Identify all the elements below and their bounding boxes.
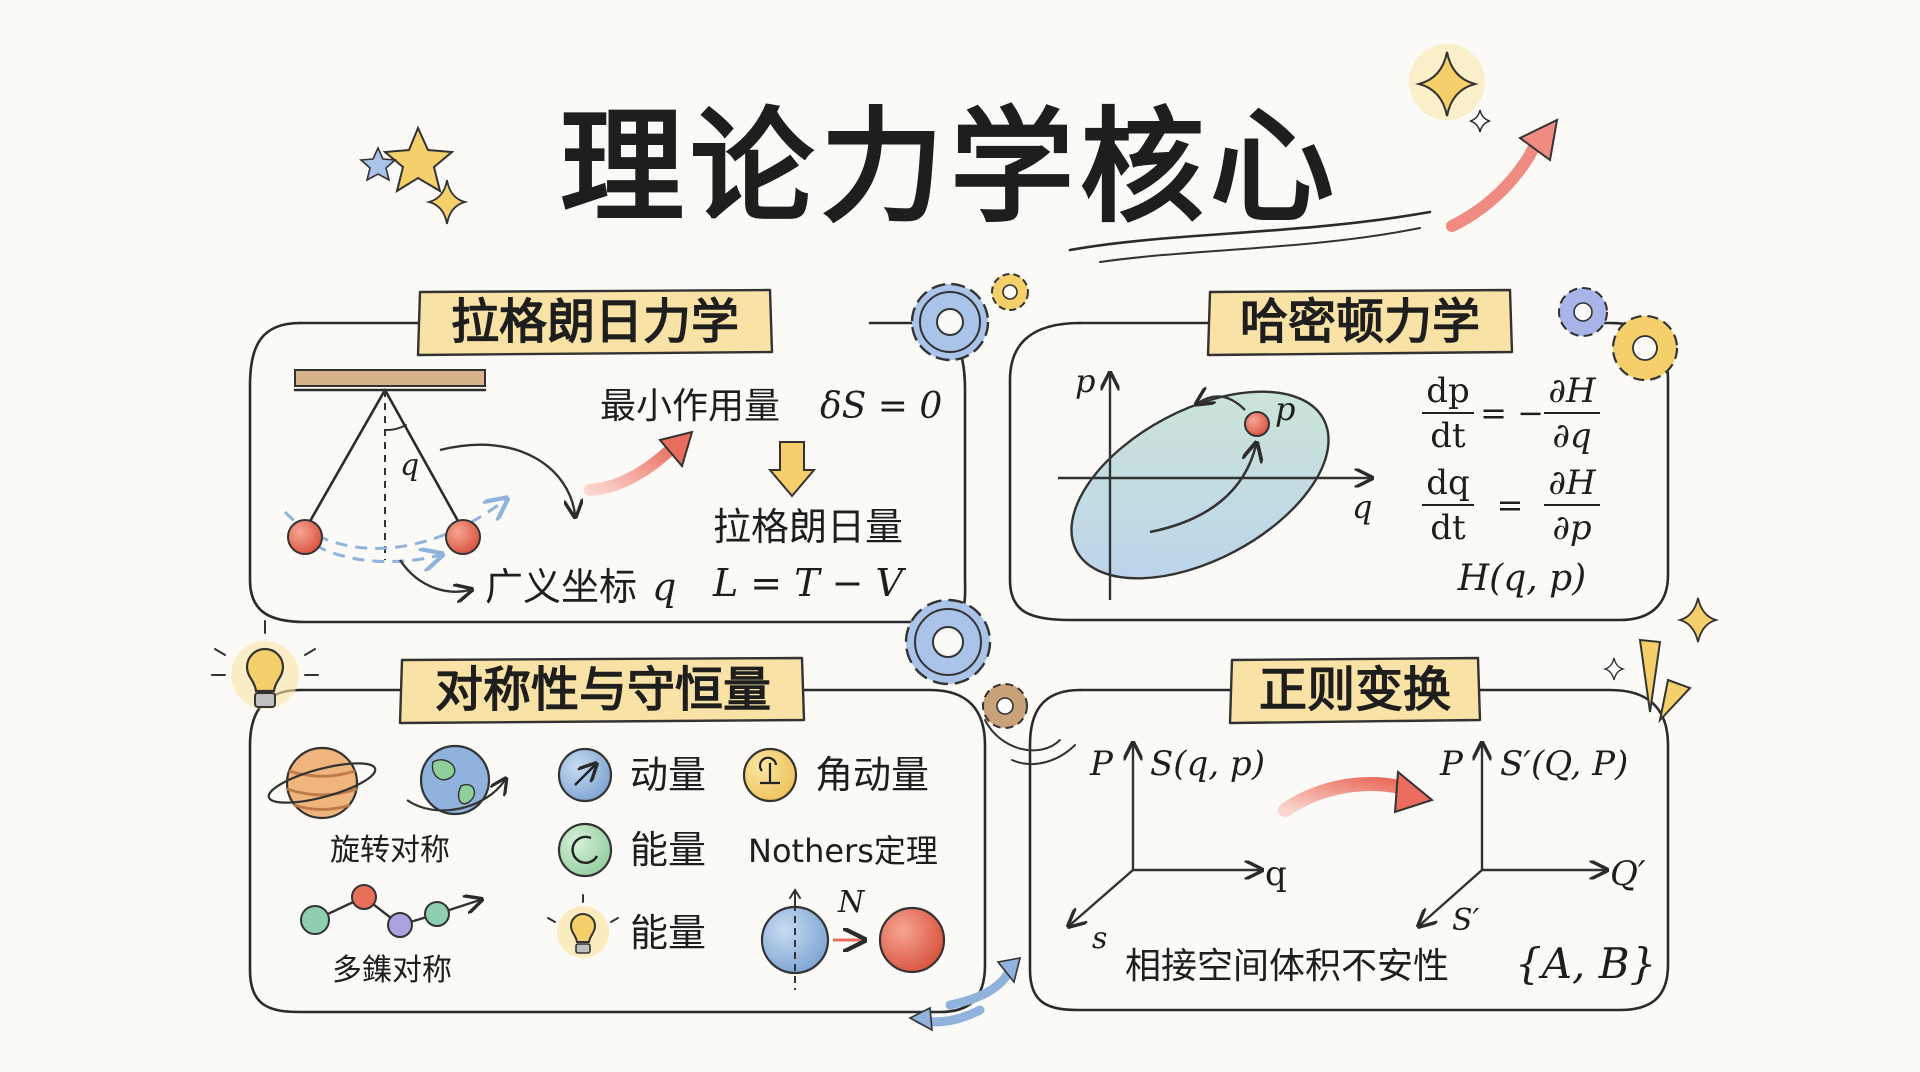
down-arrow-icon bbox=[767, 441, 817, 498]
coordinate-system-2 bbox=[1420, 745, 1605, 925]
gear-icon bbox=[1558, 287, 1608, 337]
noether-theorem-label: Nothers定理 bbox=[748, 832, 938, 870]
eq2-lhs-num: dq bbox=[1426, 463, 1470, 503]
star-icon bbox=[382, 125, 455, 194]
gear-icon bbox=[1611, 314, 1679, 382]
chain-icon bbox=[300, 884, 480, 938]
section-label-lagrange: 拉格朗日力学 bbox=[416, 288, 774, 357]
cycle-arrows-icon bbox=[908, 956, 1022, 1032]
gen-coord-label: 广义坐标 bbox=[485, 565, 637, 609]
phase-space-diagram bbox=[1058, 353, 1370, 600]
phase-point bbox=[1244, 411, 1270, 437]
sparkle-icon bbox=[425, 179, 469, 225]
generating-function-1: S(q, p) bbox=[1150, 744, 1265, 784]
eq2-sign: = bbox=[1497, 486, 1524, 524]
angular-momentum-icon bbox=[742, 747, 798, 803]
section-label-hamilton: 哈密顿力学 bbox=[1206, 288, 1514, 357]
panel-title: 正则变换 bbox=[1259, 662, 1451, 718]
least-action-label: 最小作用量 bbox=[600, 386, 780, 427]
title-decoration bbox=[359, 44, 1559, 263]
pendulum-diagram: q bbox=[283, 369, 575, 592]
axis-label-Q: Q′ bbox=[1610, 854, 1646, 894]
axis-label-q: q bbox=[1265, 854, 1287, 894]
lightbulb-icon bbox=[211, 620, 319, 709]
gear-icon bbox=[991, 273, 1029, 311]
transform-arrow-icon bbox=[1278, 777, 1417, 817]
gen-coord-symbol: q bbox=[652, 565, 676, 609]
eq2-rhs-num: ∂H bbox=[1548, 463, 1597, 503]
lagrangian-equation: L = T − V bbox=[712, 561, 907, 605]
star-icon bbox=[359, 146, 397, 182]
eq2-lhs-den: dt bbox=[1430, 508, 1466, 548]
earth-icon bbox=[406, 744, 505, 816]
eq1-rhs-den: ∂q bbox=[1552, 416, 1591, 456]
page-title: 理论力学核心 bbox=[560, 96, 1340, 240]
phase-volume-label: 相接空间体积不安性 bbox=[1125, 946, 1449, 987]
sparkle-decoration bbox=[1602, 597, 1720, 724]
lagrangian-label: 拉格朗日量 bbox=[713, 505, 903, 549]
eq1-lhs-den: dt bbox=[1430, 416, 1466, 456]
energy-label: 能量 bbox=[630, 828, 706, 872]
hamiltonian: H(q, p) bbox=[1457, 558, 1586, 599]
energy-icon bbox=[557, 822, 613, 878]
lightbulb-icon bbox=[547, 894, 619, 958]
section-label-symmetry: 对称性与守恒量 bbox=[398, 656, 806, 725]
eq2-rhs-den: ∂p bbox=[1552, 508, 1591, 548]
angle-label: q bbox=[400, 448, 419, 483]
phase-point-label: p bbox=[1275, 390, 1295, 428]
eq1-rhs-num: ∂H bbox=[1548, 371, 1597, 411]
panel-title: 对称性与守恒量 bbox=[435, 662, 771, 718]
arrow-icon bbox=[1446, 129, 1546, 232]
pendulum-bob bbox=[287, 519, 323, 555]
planet-icon bbox=[267, 746, 377, 820]
pendulum-bob bbox=[445, 519, 481, 555]
axis-label-p: p bbox=[1075, 362, 1095, 400]
sparkle-icon bbox=[1415, 51, 1479, 117]
eq1-sign: = − bbox=[1480, 394, 1544, 432]
gear-icon bbox=[904, 598, 992, 686]
hamilton-equations: dp dt = − ∂H ∂q dq dt = ∂H ∂p bbox=[1422, 371, 1600, 548]
arrow-icon bbox=[584, 439, 681, 496]
energy-label: 能量 bbox=[630, 911, 706, 955]
panel-title: 拉格朗日力学 bbox=[451, 294, 739, 350]
panel-title: 哈密顿力学 bbox=[1240, 294, 1480, 350]
generating-function-2: S′(Q, P) bbox=[1500, 744, 1628, 784]
multi-symmetry-label: 多鏶对称 bbox=[332, 953, 452, 988]
coordinate-system-1 bbox=[1070, 745, 1260, 925]
section-label-canonical: 正则变换 bbox=[1228, 656, 1482, 725]
gear-icon bbox=[982, 683, 1028, 729]
momentum-label: 动量 bbox=[630, 753, 706, 797]
rotation-symmetry-label: 旋转对称 bbox=[330, 833, 450, 868]
axis-label-P: P bbox=[1089, 744, 1114, 784]
noether-diagram bbox=[760, 888, 946, 990]
momentum-icon bbox=[557, 747, 613, 803]
poisson-bracket: {A, B} bbox=[1515, 939, 1656, 988]
angular-momentum-label: 角动量 bbox=[815, 753, 929, 797]
axis-label-q: q bbox=[1352, 488, 1372, 526]
axis-label-P: P bbox=[1439, 744, 1464, 784]
eq1-lhs-num: dp bbox=[1426, 371, 1470, 411]
noether-symbol: N bbox=[837, 885, 866, 920]
axis-label-s: s bbox=[1092, 921, 1107, 956]
axis-label-s-prime: S′ bbox=[1452, 903, 1480, 938]
gear-icon bbox=[910, 282, 990, 362]
action-equation: δS = 0 bbox=[820, 386, 942, 427]
